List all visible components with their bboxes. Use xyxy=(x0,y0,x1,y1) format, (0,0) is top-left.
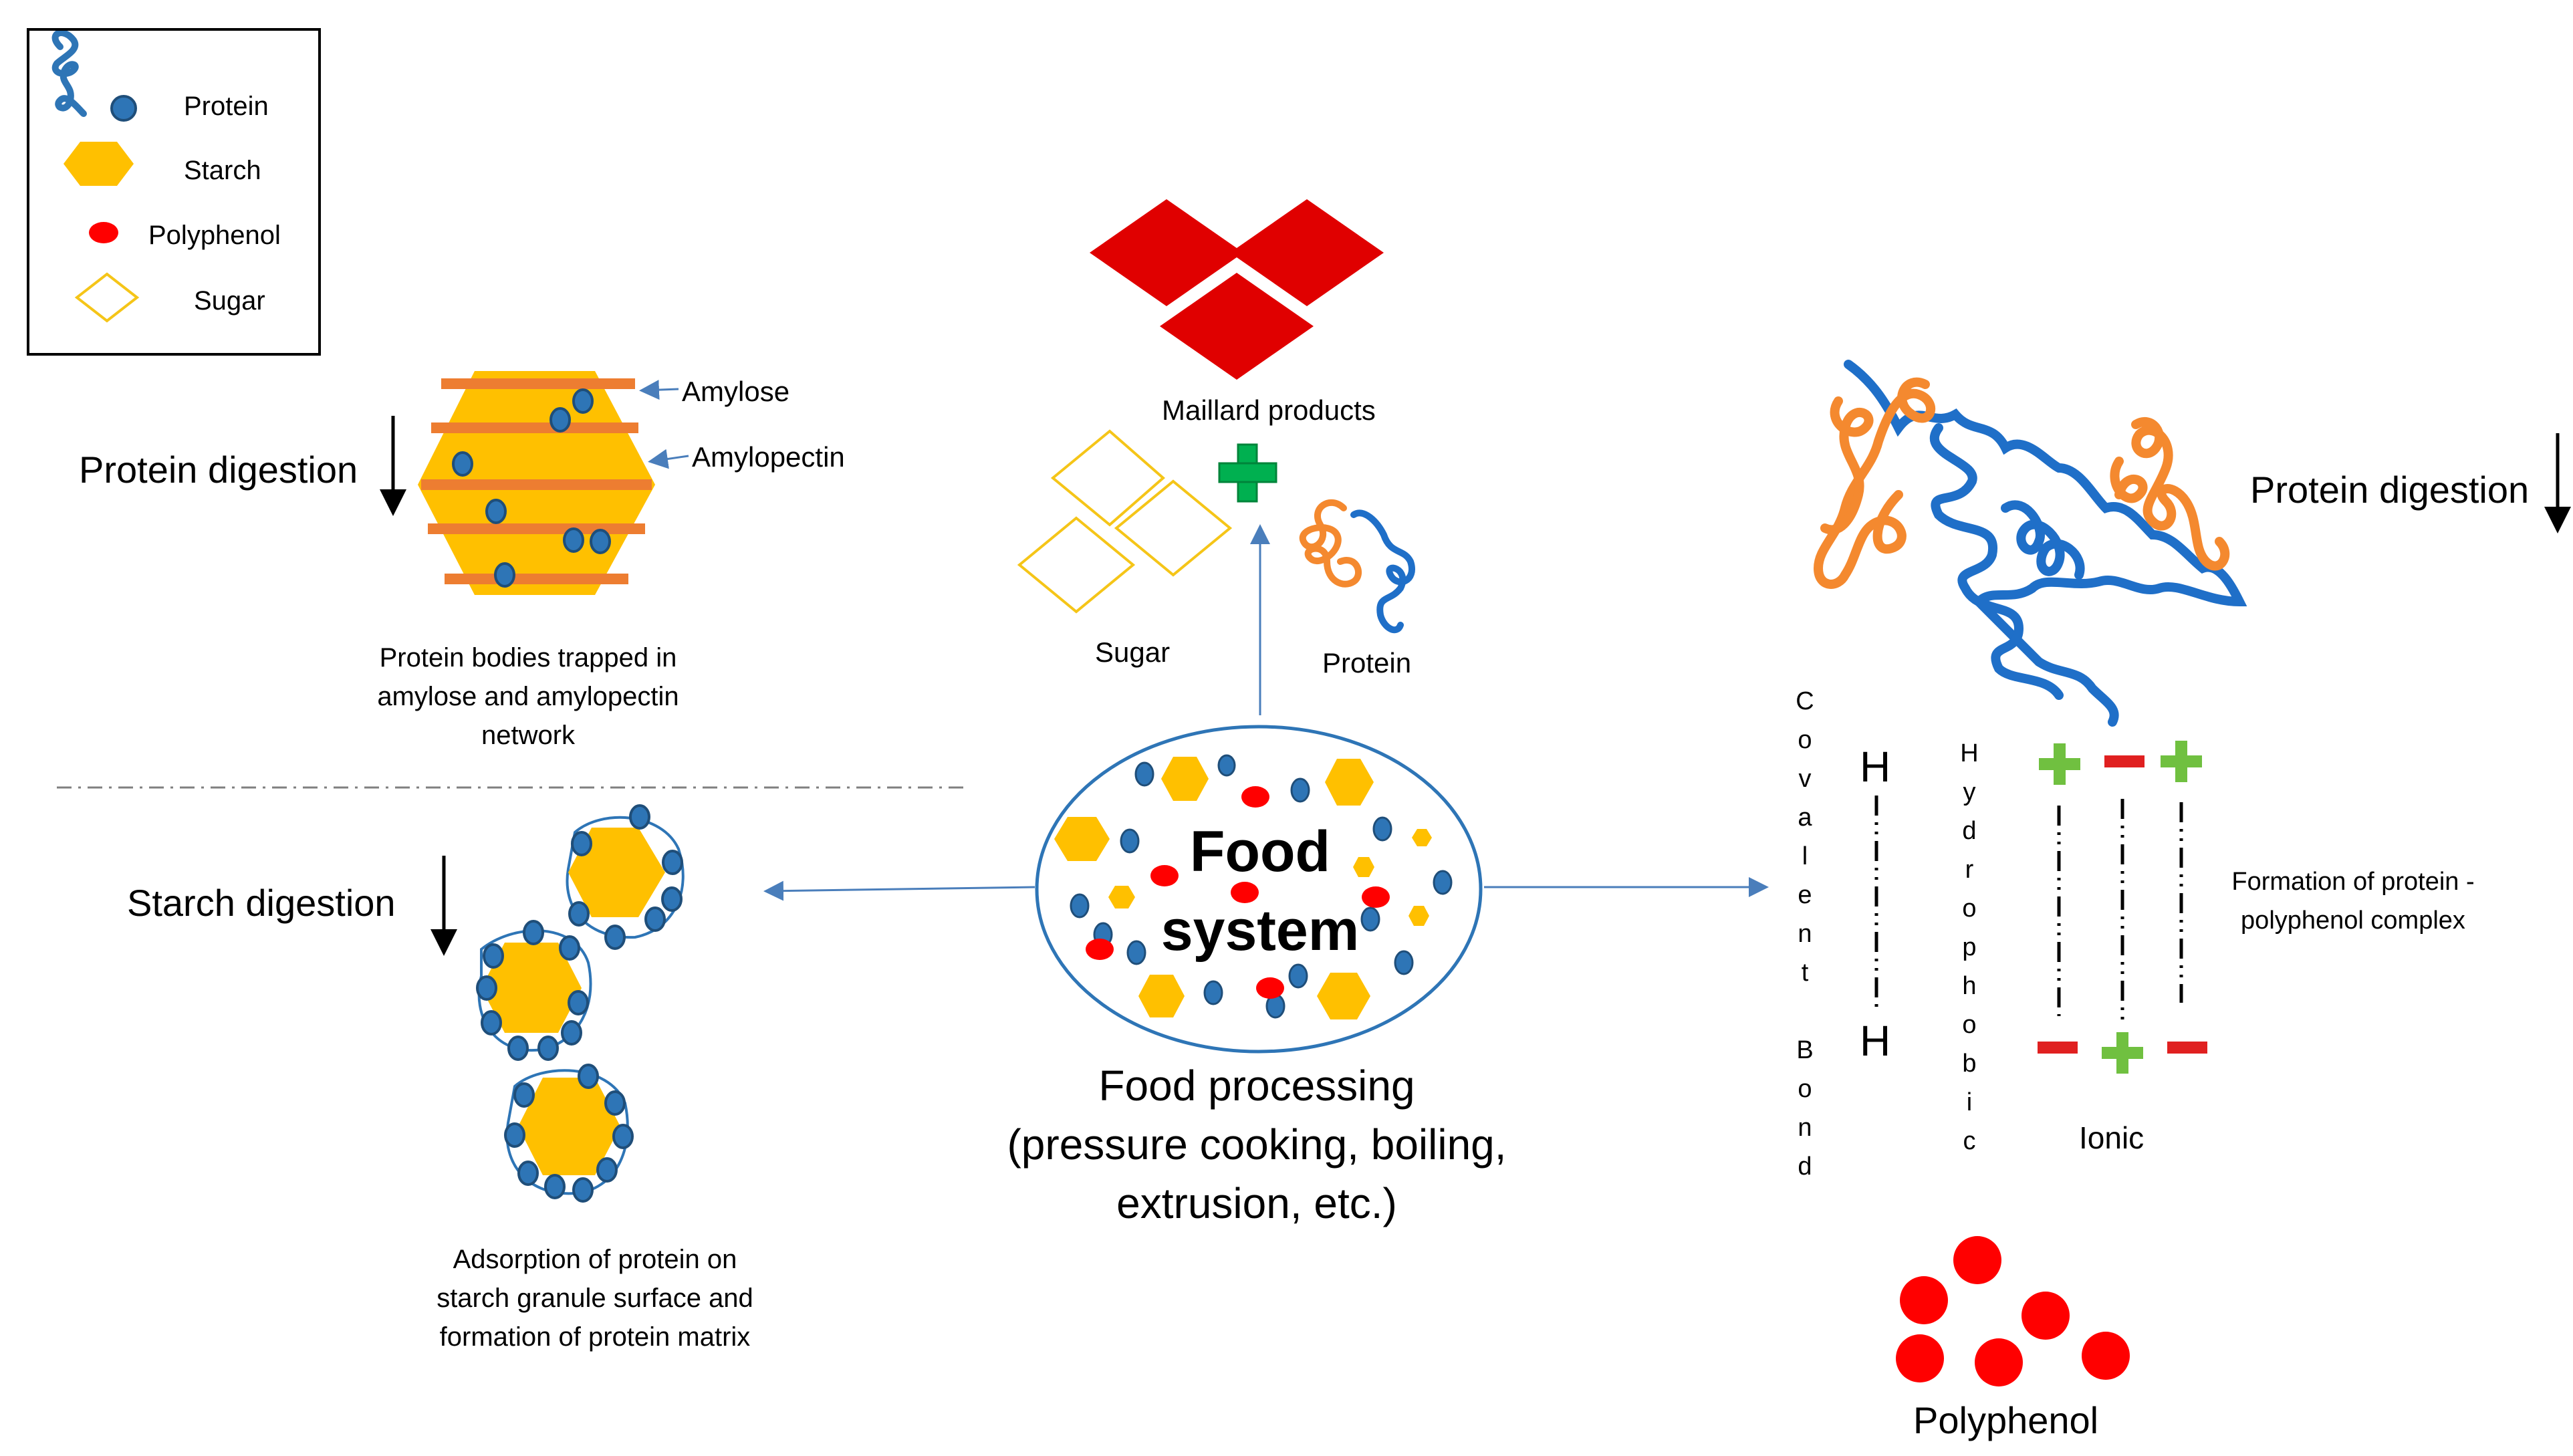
ionic-minus-top-center xyxy=(2104,755,2145,767)
legend-sugar-label: Sugar xyxy=(194,286,265,316)
ionic-plus-bottom-center xyxy=(2102,1032,2143,1074)
legend-polyphenol-label: Polyphenol xyxy=(148,221,281,250)
legend-starch-label: Starch xyxy=(184,156,261,185)
protein-label: Protein xyxy=(1322,647,1412,679)
polyphenol-label: Polyphenol xyxy=(1913,1399,2099,1441)
ionic-plus-top-right xyxy=(2161,741,2202,782)
maillard-products-label: Maillard products xyxy=(1162,394,1376,426)
legend-sugar-icon xyxy=(74,272,140,323)
ionic-minus-bottom-left xyxy=(2038,1042,2078,1054)
legend-protein-label: Protein xyxy=(184,92,269,121)
protein-bodies-caption: Protein bodies trapped in amylose and am… xyxy=(377,643,679,750)
ionic-bond-lines xyxy=(2057,799,2183,1019)
ionic-plus-top-left xyxy=(2039,743,2080,785)
protein-digestion-label-right: Protein digestion xyxy=(2250,469,2530,511)
sugar-diamonds xyxy=(1017,429,1233,614)
processing-methods-label: (pressure cooking, boiling, extrusion, e… xyxy=(1007,1120,1507,1227)
ionic-label: Ionic xyxy=(2079,1120,2145,1155)
covalent-h-bottom: H xyxy=(1860,1017,1891,1065)
protein-polyphenol-complex xyxy=(1813,360,2247,727)
amylose-label: Amylose xyxy=(682,376,790,407)
processing-to-left-arrow xyxy=(763,880,1035,901)
green-plus-icon xyxy=(1218,443,1277,503)
covalent-h-top: H xyxy=(1860,743,1891,791)
protein-digestion-label-left: Protein digestion xyxy=(79,449,358,491)
amylopectin-label: Amylopectin xyxy=(692,441,845,473)
amylose-network-hexagon xyxy=(418,371,655,595)
food-processing-label: Food processing xyxy=(1098,1062,1415,1110)
legend-starch-icon xyxy=(64,142,134,186)
amylopectin-pointer-arrow xyxy=(648,449,689,469)
ionic-minus-bottom-right xyxy=(2167,1042,2207,1054)
starch-granule-cluster xyxy=(476,804,685,1203)
legend-protein-icon xyxy=(51,29,137,122)
food-system-label: Food system xyxy=(1160,820,1360,963)
starch-digestion-label: Starch digestion xyxy=(127,882,396,924)
legend-polyphenol-icon xyxy=(89,222,118,243)
maillard-protein-squiggle xyxy=(1299,499,1415,634)
food-system-particles xyxy=(1054,754,1453,1019)
sugar-label: Sugar xyxy=(1095,636,1171,668)
complex-formation-caption: Formation of protein - polyphenol comple… xyxy=(2231,868,2475,935)
food-system-ellipse xyxy=(1035,725,1483,1054)
polyphenol-cluster xyxy=(1896,1236,2130,1386)
amylose-pointer-arrow xyxy=(639,380,679,400)
maillard-products-diamonds xyxy=(1090,199,1384,380)
protein-matrix-caption: Adsorption of protein on starch granule … xyxy=(437,1245,753,1352)
legend-box xyxy=(27,28,321,356)
